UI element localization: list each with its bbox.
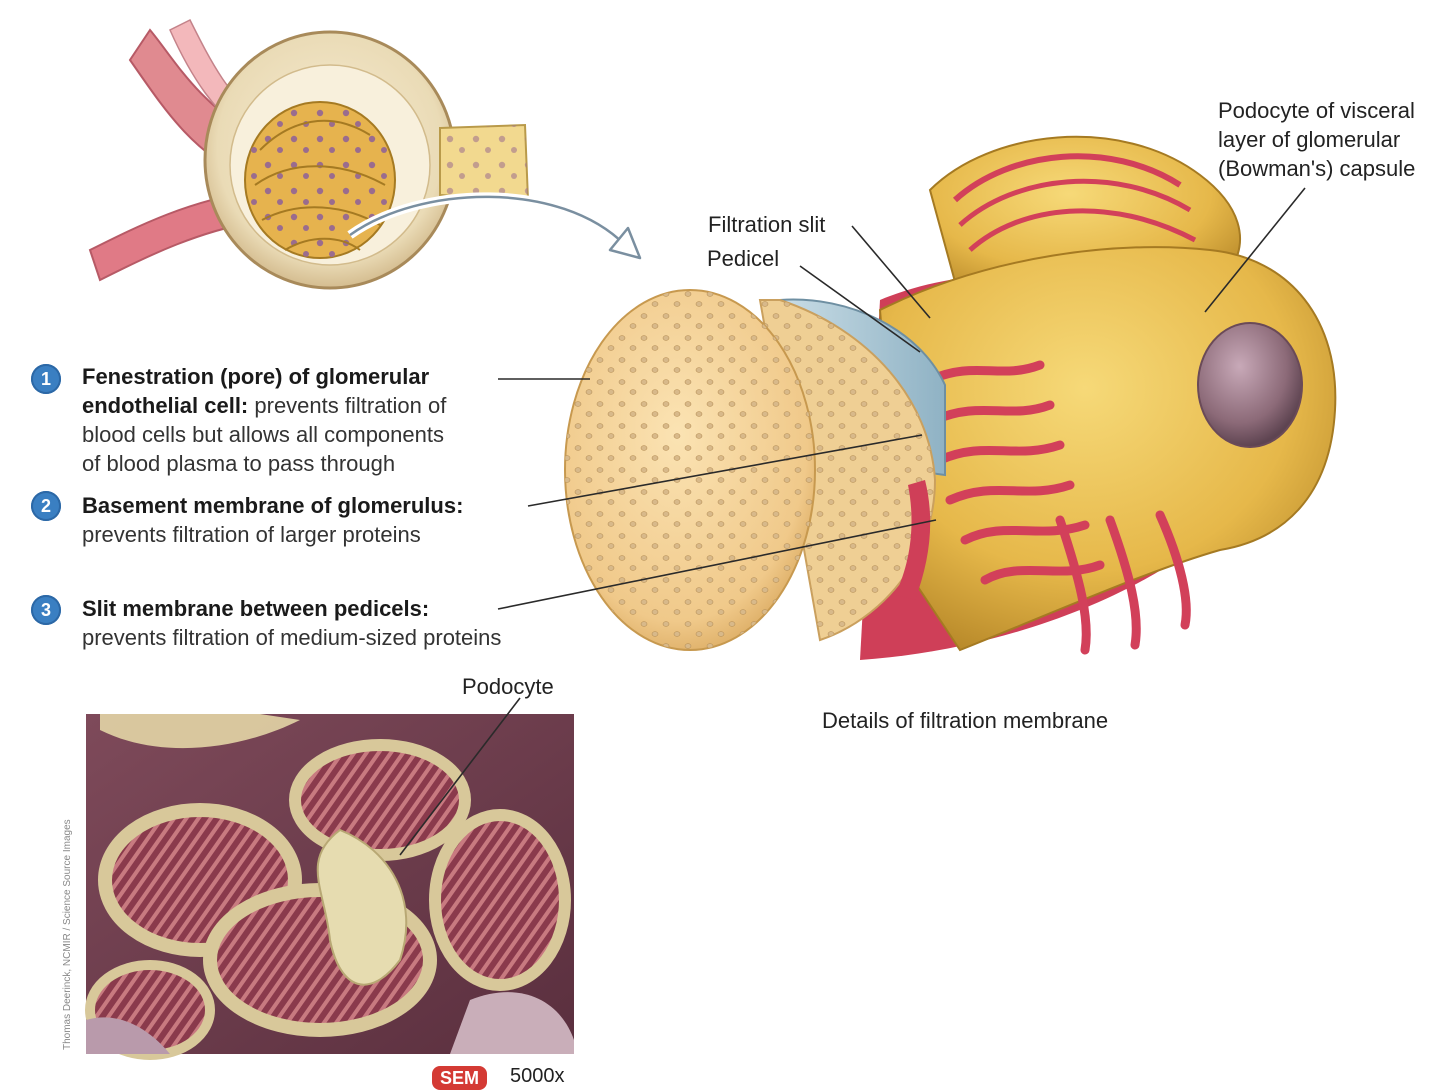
pedicel-label: Pedicel (707, 246, 780, 271)
podocyte-visceral-line1: Podocyte of visceral (1218, 98, 1415, 123)
item-1-title-line1: Fenestration (pore) of glomerular (82, 364, 430, 389)
item-1-description: Fenestration (pore) of glomerular endoth… (82, 362, 522, 478)
item-3-title: Slit membrane between pedicels: (82, 596, 430, 621)
item-1-text-line4: of blood plasma to pass through (82, 451, 396, 476)
item-2-title: Basement membrane of glomerulus: (82, 493, 464, 518)
item-2-description: Basement membrane of glomerulus: prevent… (82, 491, 522, 549)
sem-badge: SEM (432, 1066, 488, 1090)
sem-magnification: 5000x (510, 1065, 565, 1087)
item-3-description: Slit membrane between pedicels: prevents… (82, 594, 582, 652)
item-1-number-badge: 1 (31, 364, 61, 394)
sem-micrograph (85, 714, 574, 1060)
item-2-text: prevents filtration of larger proteins (82, 522, 421, 547)
renal-corpuscle-illustration (88, 18, 642, 290)
podocyte-visceral-line2: layer of glomerular (1218, 127, 1401, 152)
sem-photo-credit: Thomas Deerinck, NCMIR / Science Source … (62, 819, 73, 1050)
filtration-membrane-illustration (564, 135, 1337, 660)
item-1-text-line2: prevents filtration of (248, 393, 447, 418)
details-caption: Details of filtration membrane (822, 708, 1109, 733)
item-2-number-badge: 2 (31, 491, 61, 521)
item-3-text: prevents filtration of medium-sized prot… (82, 625, 502, 650)
item-3-number-badge: 3 (31, 595, 61, 625)
leader-lines (399, 187, 1306, 856)
podocyte-visceral-line3: (Bowman's) capsule (1218, 156, 1416, 181)
podocyte-visceral-label: Podocyte of visceral layer of glomerular… (1218, 96, 1415, 183)
filtration-slit-label: Filtration slit (708, 212, 826, 237)
podocyte-label: Podocyte (462, 674, 554, 699)
item-1-text-line3: blood cells but allows all components (82, 422, 444, 447)
item-1-title-line2: endothelial cell: (82, 393, 249, 418)
